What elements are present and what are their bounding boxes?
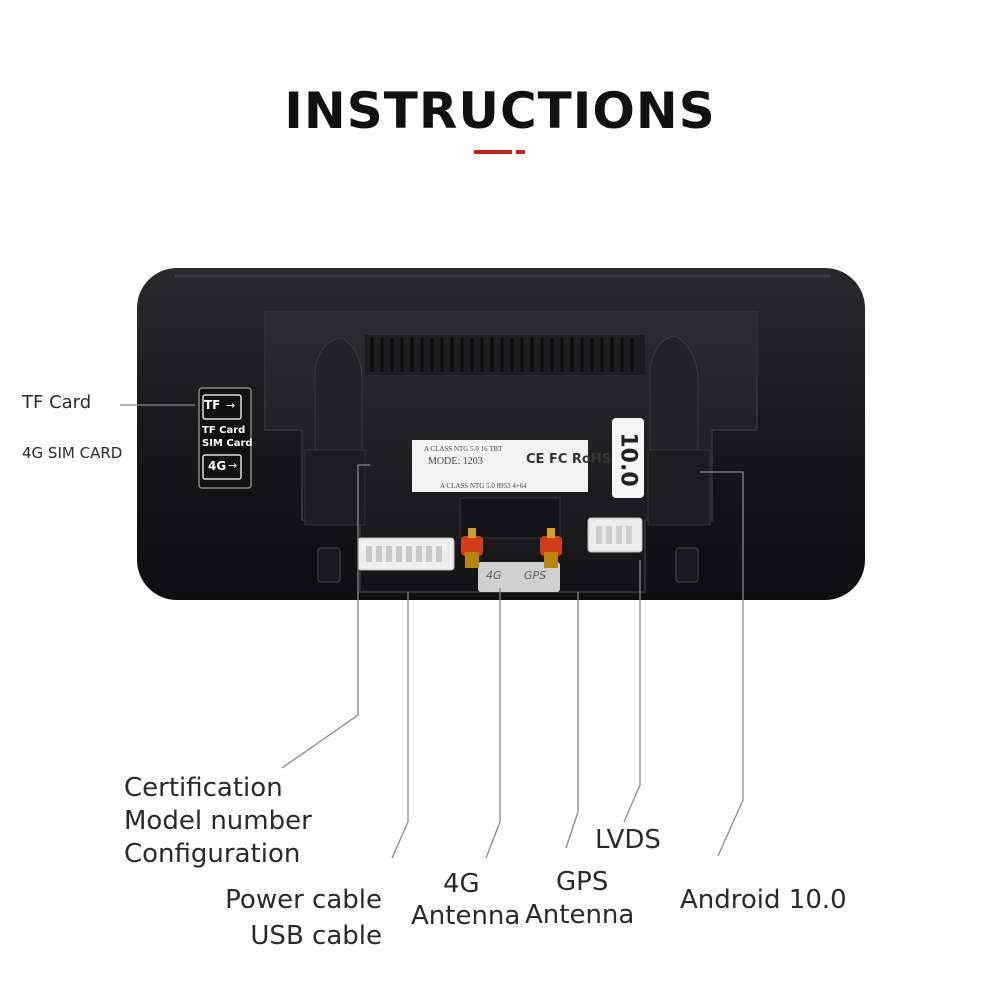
antenna-gps-connector (540, 528, 562, 568)
sticker-line3: A CLASS NTG 5.0 8953 4+64 (440, 482, 527, 490)
leader-4g (485, 588, 501, 859)
label-configuration: Configuration (124, 839, 301, 869)
label-tf-card: TF Card (22, 392, 92, 413)
version-tag (612, 418, 644, 498)
leader-android (700, 471, 744, 857)
slot-4g-arrow-icon: → (228, 459, 238, 472)
left-clip (317, 547, 341, 583)
label-gps-antenna: Antenna (525, 900, 635, 930)
vent-grille (365, 335, 645, 375)
label-model-number: Model number (124, 806, 312, 836)
plate-gps-text: GPS (524, 569, 547, 582)
antenna-plate (478, 562, 560, 592)
antenna-4g-connector (461, 528, 483, 568)
card-slot-panel (198, 387, 252, 489)
label-4g-antenna: Antenna (411, 901, 521, 931)
leader-gps (565, 592, 579, 849)
label-usb-cable: USB cable (250, 921, 382, 951)
label-lvds: LVDS (595, 825, 661, 855)
slot-tf-label: TF (204, 398, 221, 412)
right-clip (675, 547, 699, 583)
certification-sticker (412, 440, 588, 492)
leader-cert (281, 464, 370, 769)
label-certification: Certification (124, 773, 283, 803)
left-bracket (314, 337, 363, 451)
sticker-model: MODE: 1203 (428, 456, 483, 467)
version-tag-text: 10.0 (615, 432, 641, 487)
right-bracket (649, 335, 699, 451)
title-underline (474, 150, 512, 154)
label-4g-sim-card: 4G SIM CARD (22, 444, 123, 462)
leader-power (391, 592, 409, 859)
sticker-line1: A CLASS NTG 5.0 16 TBT (424, 445, 503, 453)
label-android: Android 10.0 (680, 885, 847, 915)
plate-4g-text: 4G (486, 569, 502, 582)
label-power-cable: Power cable (225, 885, 382, 915)
label-4g: 4G (443, 869, 480, 899)
sticker-marks: CE FC RoHS (526, 452, 612, 467)
slot-tf-arrow-icon: → (226, 399, 236, 412)
leader-lvds (623, 560, 641, 823)
slot-tf-card-text: TF Card (202, 425, 246, 436)
page-title: INSTRUCTIONS (284, 82, 716, 140)
slot-4g-label: 4G (208, 459, 227, 473)
title-underline-dot (516, 150, 525, 154)
slot-sim-card-text: SIM Card (202, 438, 253, 449)
label-gps: GPS (556, 867, 609, 897)
